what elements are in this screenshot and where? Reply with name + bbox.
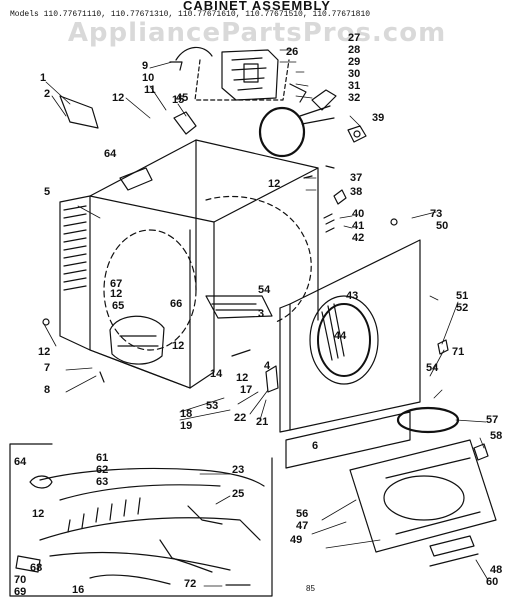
- callout-69: 69: [14, 586, 27, 598]
- model-numbers: Models 110.77671110, 110.77671310, 110.7…: [10, 10, 371, 19]
- callout-51: 51: [456, 290, 469, 302]
- callout-64a: 64: [104, 148, 117, 160]
- drive-belt: [258, 83, 337, 158]
- callout-8: 8: [44, 384, 51, 396]
- callout-3: 3: [258, 308, 265, 320]
- callout-21: 21: [256, 416, 269, 428]
- callout-54b: 54: [426, 362, 439, 374]
- callout-23: 23: [232, 464, 245, 476]
- callout-12f: 12: [236, 372, 249, 384]
- callout-7: 7: [44, 362, 51, 374]
- callout-12d: 12: [172, 340, 185, 352]
- callout-73: 73: [430, 208, 443, 220]
- callout-64b: 64: [14, 456, 27, 468]
- callout-52: 52: [456, 302, 469, 314]
- wiring-harness-inset: [9, 443, 273, 597]
- callout-12e: 12: [38, 346, 51, 358]
- callout-12g: 12: [32, 508, 45, 520]
- callout-31: 31: [348, 80, 361, 92]
- cabinet-box: [59, 95, 319, 389]
- callout-29: 29: [348, 56, 361, 68]
- callout-56: 56: [296, 508, 309, 520]
- callout-67: 67: [110, 278, 123, 290]
- page-footer-code: 85: [306, 584, 315, 593]
- callout-12b: 12: [268, 178, 281, 190]
- callout-49: 49: [290, 534, 303, 546]
- callout-15: 15: [172, 94, 185, 106]
- callout-32: 32: [348, 92, 361, 104]
- callout-40: 40: [352, 208, 365, 220]
- callout-44: 44: [334, 330, 347, 342]
- callout-63: 63: [96, 476, 109, 488]
- callout-37: 37: [350, 172, 363, 184]
- callout-11: 11: [144, 84, 156, 96]
- callout-68: 68: [30, 562, 43, 574]
- callout-71: 71: [452, 346, 465, 358]
- callout-70: 70: [14, 574, 27, 586]
- callout-19: 19: [180, 420, 193, 432]
- callout-50: 50: [436, 220, 449, 232]
- callout-39: 39: [372, 112, 385, 124]
- front-panel: [279, 239, 497, 567]
- callout-47: 47: [296, 520, 309, 532]
- callout-62: 62: [96, 464, 109, 476]
- callout-1: 1: [40, 72, 47, 84]
- callout-54a: 54: [258, 284, 271, 296]
- callout-18: 18: [180, 408, 193, 420]
- callout-25: 25: [232, 488, 245, 500]
- callout-26: 26: [286, 46, 299, 58]
- callout-43: 43: [346, 290, 359, 302]
- callout-4: 4: [264, 360, 271, 372]
- callout-53: 53: [206, 400, 219, 412]
- motor-assembly: [169, 46, 290, 101]
- diagram-title: CABINET ASSEMBLY: [183, 0, 331, 13]
- callout-14: 14: [210, 368, 223, 380]
- callout-38: 38: [350, 186, 363, 198]
- callout-57: 57: [486, 414, 499, 426]
- callout-12c: 12: [110, 288, 123, 300]
- callout-58: 58: [490, 430, 503, 442]
- callout-42: 42: [352, 232, 365, 244]
- leader-lines: [43, 49, 489, 587]
- callout-5: 5: [44, 186, 51, 198]
- small-hardware: [42, 125, 489, 461]
- callout-65: 65: [112, 300, 125, 312]
- callout-72: 72: [184, 578, 197, 590]
- callout-41: 41: [352, 220, 365, 232]
- callout-17: 17: [240, 384, 253, 396]
- callout-27: 27: [348, 32, 361, 44]
- callout-12a: 12: [112, 92, 125, 104]
- callout-10: 10: [142, 72, 155, 84]
- callout-30: 30: [348, 68, 361, 80]
- callout-6: 6: [312, 440, 319, 452]
- callout-45: 45: [176, 92, 189, 104]
- callout-60: 60: [486, 576, 499, 588]
- callout-16: 16: [72, 584, 85, 596]
- callout-2: 2: [44, 88, 51, 100]
- callout-66: 66: [170, 298, 183, 310]
- callout-61: 61: [96, 452, 109, 464]
- callout-48: 48: [490, 564, 503, 576]
- callout-9: 9: [142, 60, 149, 72]
- callout-28: 28: [348, 44, 361, 56]
- callout-22: 22: [234, 412, 247, 424]
